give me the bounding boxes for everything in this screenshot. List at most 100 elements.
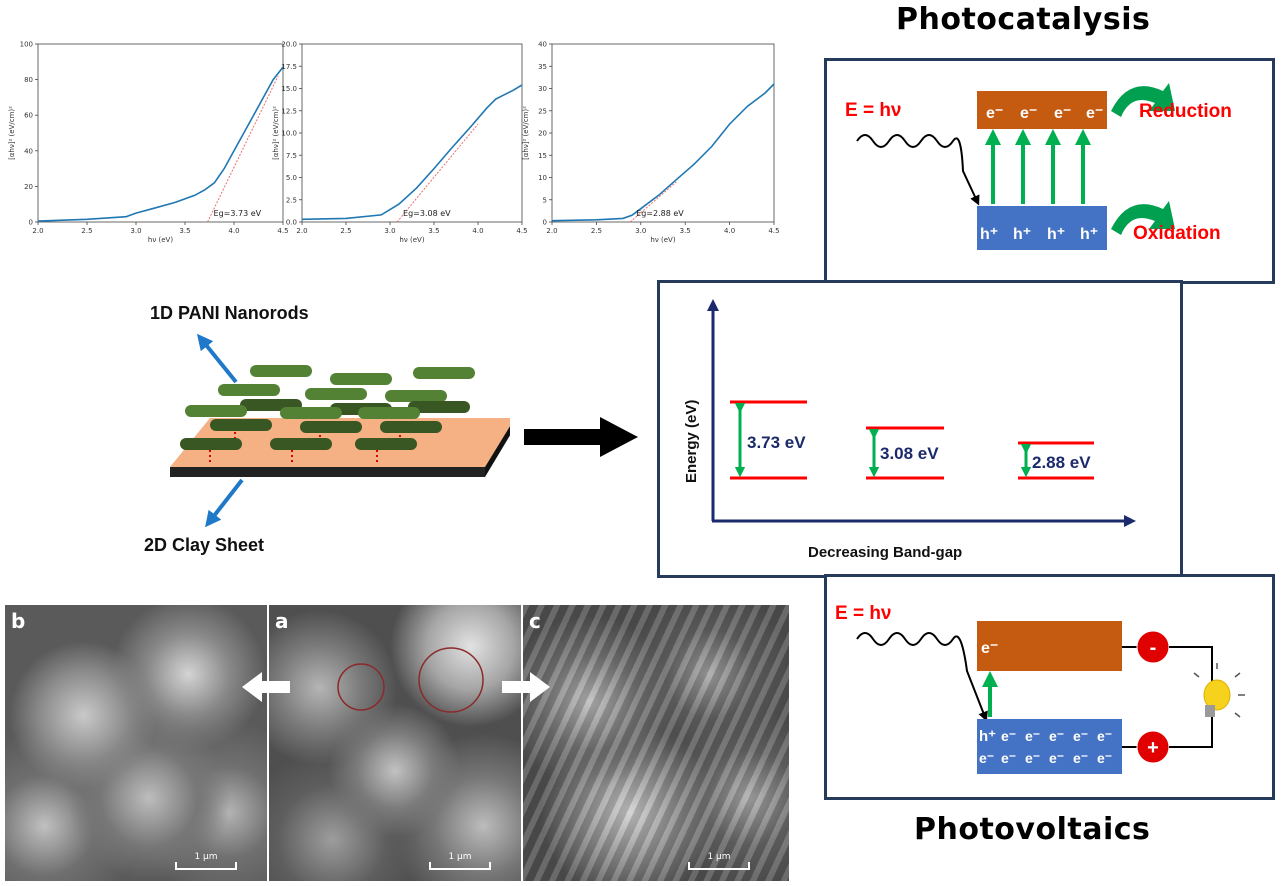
pc-electron-1: e⁻: [986, 105, 1003, 122]
pc-oxidation-label: Oxidation: [1133, 223, 1221, 244]
y-axis-label: [αhν]² (eV/cm)²: [8, 106, 16, 160]
pc-hole-2: h⁺: [1013, 226, 1031, 243]
x-tick-label: 2.0: [32, 227, 43, 235]
plot-frame: [37, 43, 284, 223]
sem-scale-b: 1 μm: [194, 852, 218, 862]
bg-y-label: Energy (eV): [683, 400, 700, 483]
pc-hole-1: h⁺: [980, 226, 998, 243]
clay-sheet-edge: [170, 467, 485, 477]
y-tick-label: 20.0: [281, 41, 297, 49]
sem-image-c: c 1 μm: [523, 605, 789, 881]
pc-electron-4: e⁻: [1086, 105, 1103, 122]
pv-valence-band: [977, 719, 1122, 774]
x-axis-label: hν (eV): [399, 236, 424, 244]
pv-vb-electron-11: e⁻: [1097, 750, 1112, 766]
photocatalysis-panel: E = hν e⁻ e⁻ e⁻ e⁻ h⁺ h⁺ h⁺ h⁺ Reduction…: [824, 58, 1275, 284]
x-tick-label: 4.5: [516, 227, 527, 235]
sem-scale-c: 1 μm: [707, 852, 731, 862]
y-tick-label: 25: [538, 107, 547, 115]
y-tick-label: 35: [538, 63, 547, 71]
y-tick-label: 30: [538, 85, 547, 93]
pv-hole: h⁺: [979, 728, 996, 745]
sem-scale-a: 1 μm: [448, 852, 472, 862]
sem-highlight-circle-2: [418, 647, 484, 713]
title-photovoltaics: Photovoltaics: [914, 812, 1151, 847]
tauc-curve: [37, 66, 284, 222]
bandgap-annotation: Eg=3.08 eV: [403, 209, 451, 218]
x-tick-label: 4.0: [724, 227, 735, 235]
sem-highlight-circle-1: [337, 663, 385, 711]
y-tick-label: 0: [29, 219, 33, 227]
x-tick-label: 2.5: [340, 227, 351, 235]
pv-vb-electron-2: e⁻: [1025, 728, 1040, 744]
y-tick-label: 20: [24, 183, 33, 191]
plot-frame: [551, 43, 775, 223]
x-tick-label: 2.5: [591, 227, 602, 235]
x-tick-label: 3.5: [179, 227, 190, 235]
x-axis-label: hν (eV): [148, 236, 173, 244]
x-axis-label: hν (eV): [650, 236, 675, 244]
x-tick-label: 3.0: [384, 227, 395, 235]
x-tick-label: 3.0: [130, 227, 141, 235]
y-tick-label: 80: [24, 76, 33, 84]
bandgap-panel: Energy (eV) Decreasing Band-gap 3.73 eV …: [657, 280, 1183, 578]
pc-valence-band: [977, 206, 1107, 250]
pv-vb-electron-5: e⁻: [1097, 728, 1112, 744]
sem-letter-c: c: [529, 609, 541, 633]
pv-energy-label: E = hν: [835, 603, 892, 624]
bandgap-annotation: Eg=2.88 eV: [636, 209, 684, 218]
pc-electron-3: e⁻: [1054, 105, 1071, 122]
sem-letter-b: b: [11, 609, 26, 633]
x-tick-label: 2.0: [296, 227, 307, 235]
pc-hole-3: h⁺: [1047, 226, 1065, 243]
sem-scalebar-c: 1 μm: [688, 852, 750, 874]
bandgap-annotation: Eg=3.73 eV: [214, 209, 262, 218]
y-tick-label: 100: [20, 41, 33, 49]
x-tick-label: 2.5: [81, 227, 92, 235]
pc-energy-label: E = hν: [845, 100, 902, 121]
pv-minus-sign: -: [1150, 637, 1157, 659]
y-axis-label: [αhν]² (eV/cm)²: [272, 106, 280, 160]
y-tick-label: 5.0: [286, 174, 297, 182]
clay-pointer-arrow: [205, 478, 244, 528]
tauc-fit-line: [396, 123, 479, 223]
tauc-fit-line: [629, 181, 677, 223]
sem-arrow-right: [502, 672, 550, 702]
title-photocatalysis: Photocatalysis: [896, 2, 1151, 37]
pc-conduction-band: [977, 91, 1107, 129]
x-tick-label: 2.0: [546, 227, 557, 235]
plot-frame: [301, 43, 523, 223]
clay-label: 2D Clay Sheet: [144, 535, 264, 555]
photovoltaics-panel: E = hν e⁻ h⁺ e⁻ e⁻ e⁻ e⁻ e⁻ e⁻ e⁻ e⁻ e⁻ …: [824, 574, 1275, 800]
bg-x-label: Decreasing Band-gap: [808, 544, 962, 561]
pv-photon-wave: [856, 632, 988, 722]
sem-scalebar-a: 1 μm: [429, 852, 491, 874]
tauc-fit-line: [207, 75, 279, 223]
y-tick-label: 40: [538, 41, 547, 49]
pc-electron-2: e⁻: [1020, 105, 1037, 122]
y-tick-label: 10: [538, 174, 547, 182]
y-tick-label: 15: [538, 152, 547, 160]
pv-vb-electron-9: e⁻: [1049, 750, 1064, 766]
pv-vb-electron-4: e⁻: [1073, 728, 1088, 744]
pv-vb-electron-1: e⁻: [1001, 728, 1016, 744]
y-tick-label: 12.5: [281, 107, 297, 115]
pc-photon-wave: [856, 134, 980, 206]
x-tick-label: 3.5: [680, 227, 691, 235]
y-tick-label: 5: [543, 196, 547, 204]
nanorods-pointer-arrow: [196, 333, 238, 384]
pv-vb-electron-7: e⁻: [1001, 750, 1016, 766]
pc-reduction-arrow: [1111, 83, 1175, 117]
process-arrow: [524, 417, 638, 457]
bg-gap1-value: 3.73 eV: [747, 433, 806, 452]
lightbulb-icon: [1193, 663, 1245, 718]
y-tick-label: 10.0: [281, 130, 297, 138]
y-tick-label: 17.5: [281, 63, 297, 71]
tauc-curve: [301, 84, 523, 221]
y-tick-label: 7.5: [286, 152, 297, 160]
bg-gap3-value: 2.88 eV: [1032, 453, 1091, 472]
x-tick-label: 3.5: [428, 227, 439, 235]
